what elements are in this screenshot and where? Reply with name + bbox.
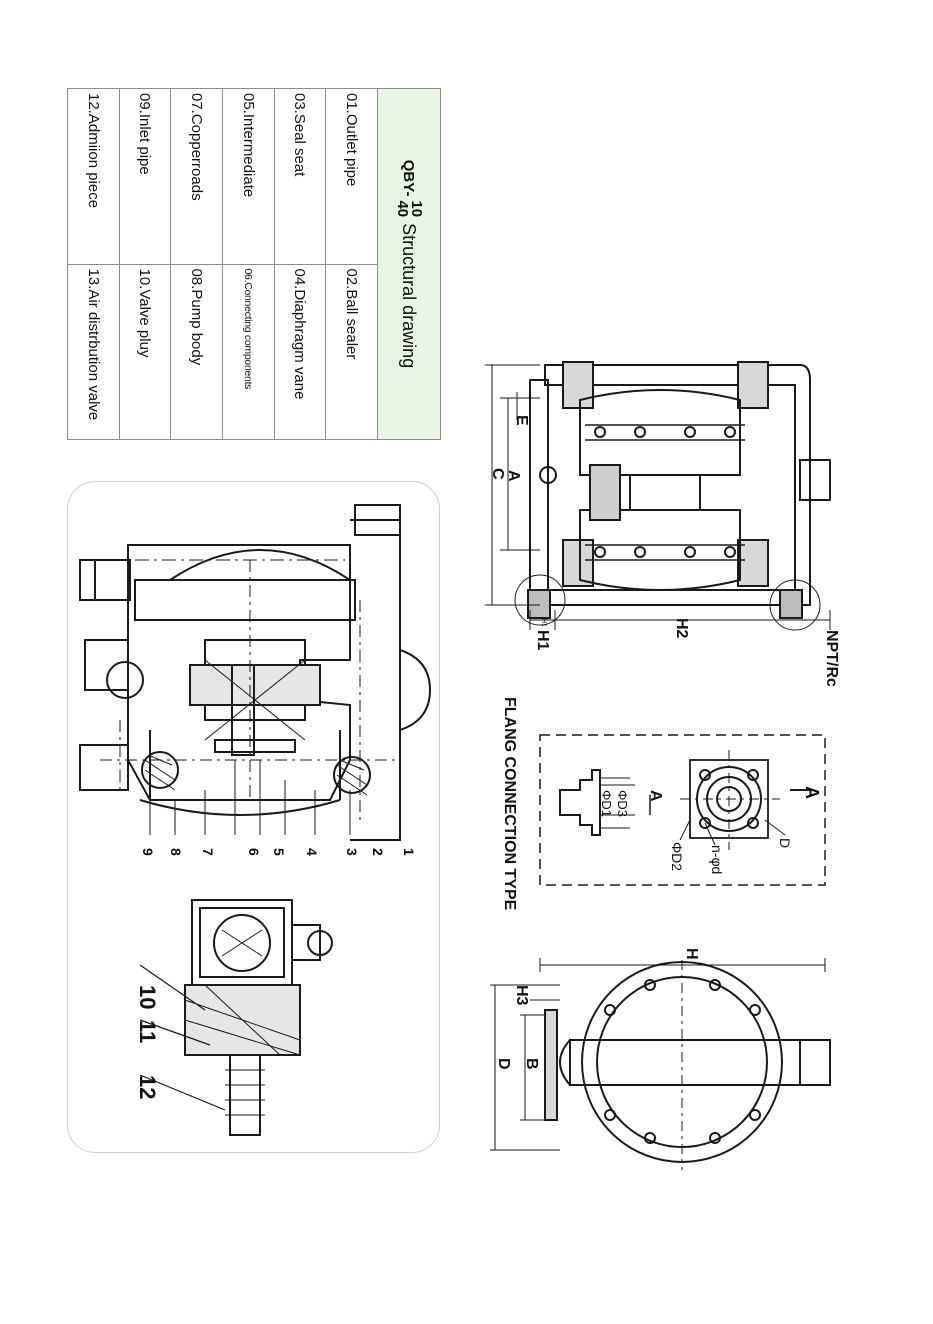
part-cell: 03.Seal seat bbox=[291, 93, 309, 177]
callout-12: 12 bbox=[135, 1075, 160, 1100]
dim-B: B bbox=[523, 1058, 540, 1070]
parts-table-title: QBY- 10 40 Structural drawing bbox=[377, 89, 440, 439]
table-row: 12.Admiion piece 13.Air distrbution valv… bbox=[67, 89, 119, 439]
part-cell: 01.Outlet pipe bbox=[343, 93, 361, 187]
dim-A: A bbox=[505, 470, 522, 482]
part-cell: 12.Admiion piece bbox=[84, 93, 102, 209]
part-cell: 09.Inlet pipe bbox=[136, 93, 154, 175]
callout-11: 11 bbox=[135, 1020, 160, 1044]
flange-dim-D1: ΦD1 bbox=[599, 790, 614, 817]
dim-H2: H2 bbox=[673, 618, 690, 639]
callout-4: 4 bbox=[304, 848, 320, 856]
dim-H1-small: H1 bbox=[540, 618, 547, 627]
part-cell: 07.Copperroads bbox=[188, 93, 206, 201]
callout-1: 1 bbox=[401, 848, 417, 856]
model-range-top: 10 bbox=[408, 200, 425, 218]
callout-8: 8 bbox=[168, 848, 184, 856]
flange-caption: FLANG CONNECTION TYPE bbox=[501, 697, 518, 911]
part-cell: 10.Valve pluy bbox=[119, 263, 171, 439]
pump-front-view bbox=[490, 958, 831, 1170]
part-cell: 06.Connecting components bbox=[222, 263, 274, 439]
callout-2: 2 bbox=[370, 848, 386, 856]
flange-dim-D: D bbox=[777, 838, 793, 849]
flange-dim-D2: ΦD2 bbox=[669, 842, 685, 872]
part-cell: 02.Ball sealer bbox=[326, 263, 377, 439]
model-range-bottom: 40 bbox=[394, 200, 411, 218]
flange-dim-D3: ΦD3 bbox=[615, 790, 630, 817]
dim-H3: H3 bbox=[513, 985, 530, 1006]
dim-H: H bbox=[683, 948, 700, 960]
dim-E: E bbox=[513, 415, 530, 426]
callout-6: 6 bbox=[246, 848, 262, 856]
model-prefix: QBY- bbox=[400, 159, 418, 197]
callout-10: 10 bbox=[135, 985, 160, 1010]
dim-H1: H1 bbox=[534, 630, 551, 651]
section-arrow-A: A bbox=[647, 790, 664, 802]
part-cell: 05.Intermediate bbox=[239, 93, 257, 198]
section-label-A: A bbox=[802, 786, 822, 799]
model-number: QBY- 10 40 bbox=[394, 159, 425, 223]
table-row: 05.Intermediate 06.Connecting components bbox=[221, 89, 274, 439]
table-row: 07.Copperroads 08.Pump body bbox=[170, 89, 222, 439]
callout-7: 7 bbox=[200, 848, 216, 856]
table-row: 01.Outlet pipe 02.Ball sealer bbox=[325, 89, 377, 439]
pump-side-view bbox=[485, 361, 831, 631]
callout-9: 9 bbox=[140, 848, 156, 856]
dim-D: D bbox=[495, 1058, 512, 1070]
model-range: 10 40 bbox=[394, 200, 425, 218]
part-cell: 04.Diaphragm vane bbox=[274, 263, 326, 439]
table-row: 09.Inlet pipe 10.Valve pluy bbox=[118, 89, 171, 439]
table-title-text: Structural drawing bbox=[399, 223, 420, 369]
part-cell: 08.Pump body bbox=[171, 263, 222, 439]
callout-3: 3 bbox=[344, 848, 360, 856]
cutaway-panel bbox=[67, 481, 440, 1153]
table-row: 03.Seal seat 04.Diaphragm vane bbox=[273, 89, 326, 439]
bolt-hole-label: n-φd bbox=[709, 845, 725, 875]
dim-C: C bbox=[489, 468, 506, 480]
callout-5: 5 bbox=[271, 848, 287, 856]
parts-table: QBY- 10 40 Structural drawing 01.Outlet … bbox=[67, 88, 441, 440]
part-cell: 13.Air distrbution valve bbox=[67, 263, 119, 439]
thread-label: NPT/Rc bbox=[823, 630, 840, 687]
